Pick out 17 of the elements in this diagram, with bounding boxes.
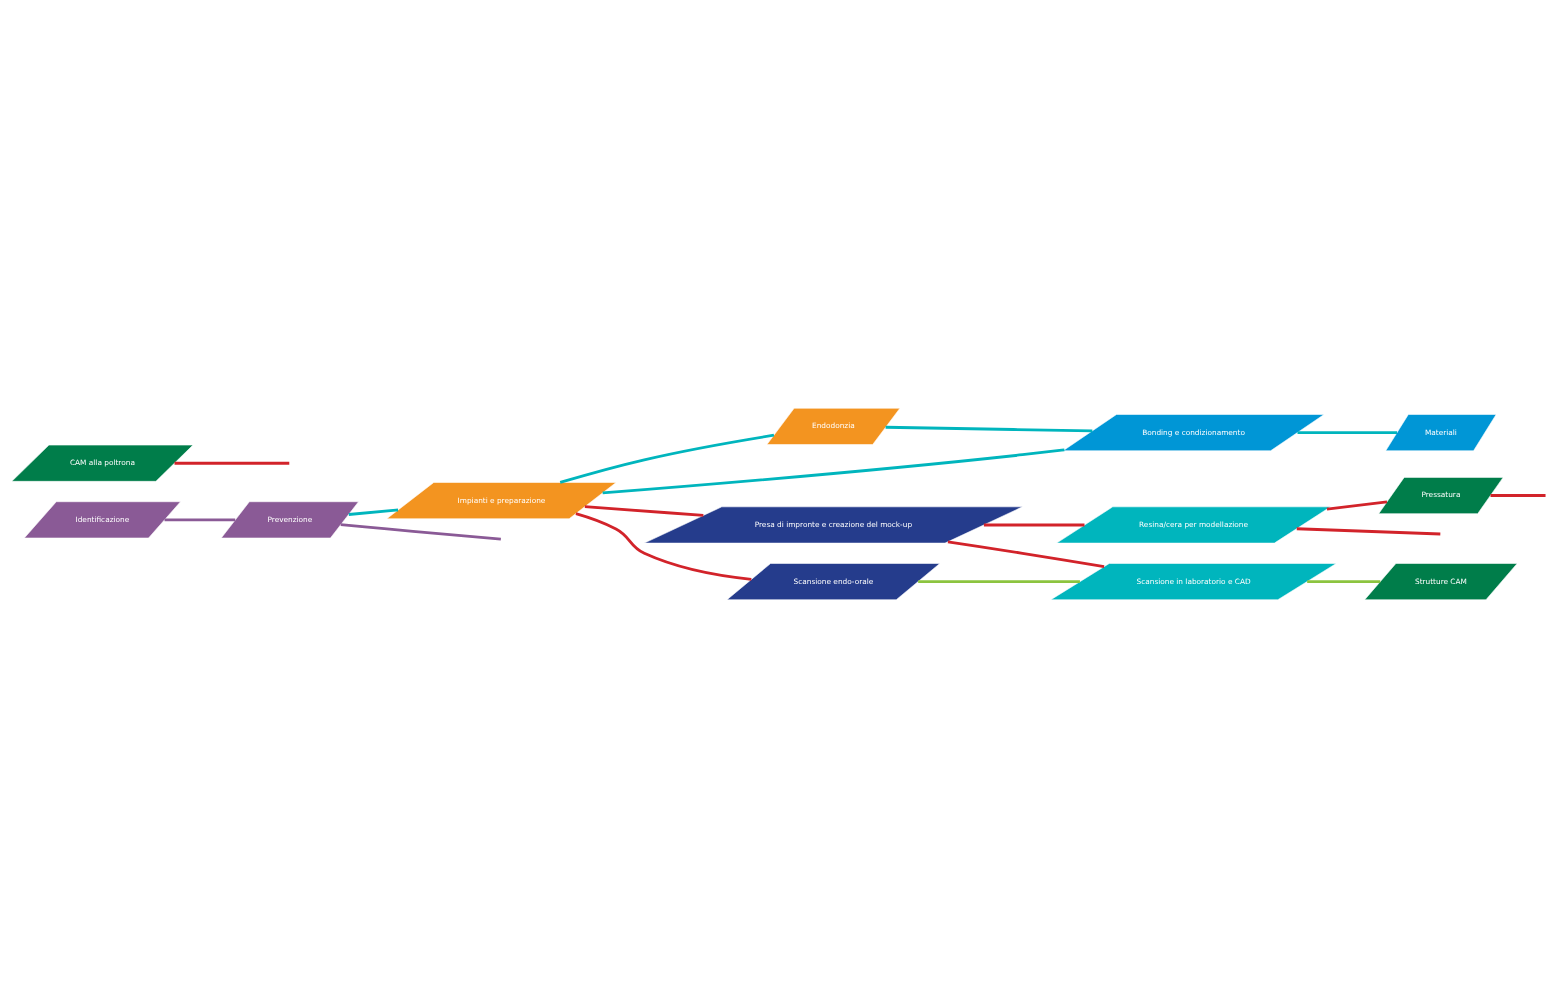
connector xyxy=(918,580,1080,584)
connector xyxy=(1297,431,1398,435)
connector xyxy=(885,425,1093,433)
connector xyxy=(602,448,1065,495)
connector xyxy=(340,523,501,541)
connector xyxy=(575,512,752,581)
connector xyxy=(164,518,236,522)
connector xyxy=(348,508,399,516)
connector xyxy=(1296,527,1441,536)
connector xyxy=(584,505,704,517)
connector xyxy=(174,461,290,465)
connector xyxy=(1326,500,1388,511)
connector xyxy=(1307,580,1381,584)
connector xyxy=(1490,494,1546,497)
connector xyxy=(947,540,1105,568)
connector xyxy=(559,433,775,484)
connector xyxy=(983,523,1085,527)
